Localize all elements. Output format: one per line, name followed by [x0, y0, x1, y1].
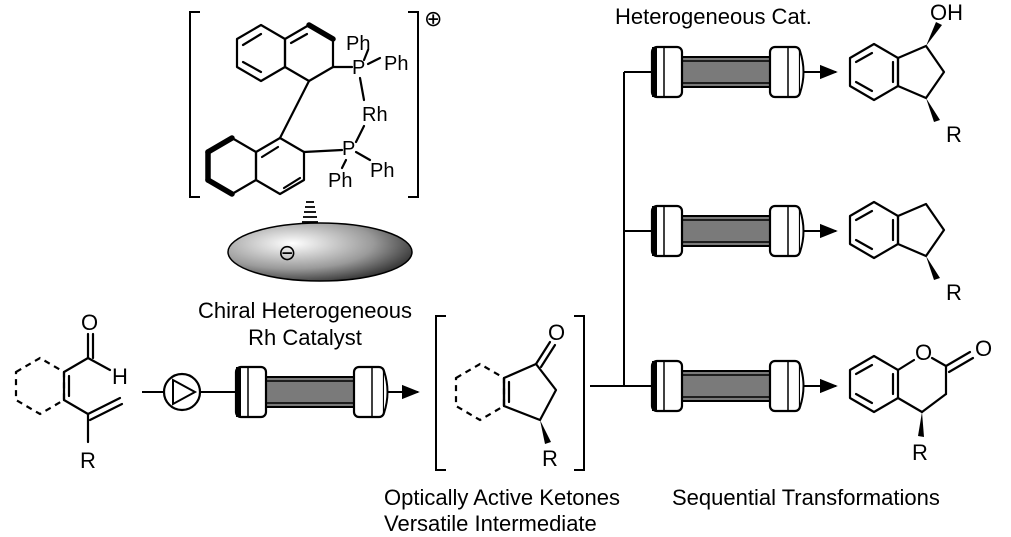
hetero-column-1-icon — [650, 45, 805, 99]
lower-phosphorus: P — [342, 138, 355, 160]
coumarin-r-wedge — [918, 412, 924, 437]
hetero-column-3-icon — [650, 359, 805, 413]
lower-bold-edge-1 — [205, 135, 235, 155]
catalyst-caption-line1: Chiral Heterogeneous — [198, 298, 412, 323]
complex-left-bracket — [189, 11, 200, 198]
indanol-oh: OH — [930, 0, 963, 25]
sm-dashed-ring — [14, 356, 66, 416]
indane-five-ring — [896, 202, 946, 258]
hetero-column-2-icon — [650, 204, 805, 258]
upper-bold-edge — [306, 22, 336, 42]
product-indanol: OH R — [848, 0, 963, 147]
starting-material: O H R — [14, 310, 128, 473]
lower-ph-1: Ph — [328, 170, 352, 192]
ketone-dashed-ring — [454, 362, 506, 422]
lower-naph-ring-b — [254, 136, 306, 196]
charge-minus: ⊖ — [278, 240, 296, 265]
upper-ph-2: Ph — [384, 53, 408, 75]
ketone-caption-line2: Versatile Intermediate — [384, 511, 597, 536]
ketone-left-bracket — [435, 315, 446, 471]
biaryl-bond — [278, 79, 311, 140]
lower-ph-2: Ph — [370, 160, 394, 182]
pump-icon — [162, 372, 202, 412]
indanol-benzene — [848, 42, 900, 102]
indanol-r-wedge — [926, 98, 940, 122]
product-dihydrocoumarin: O O R — [848, 336, 992, 465]
coumarin-r: R — [912, 440, 928, 465]
ketone-five-ring — [502, 362, 558, 422]
ketone-o: O — [548, 320, 565, 345]
sequential-caption: Sequential Transformations — [672, 485, 940, 510]
ketone-r-group: R — [542, 446, 558, 471]
sm-aldehyde-h: H — [112, 364, 128, 389]
complex-right-bracket — [408, 11, 419, 198]
ketone-right-bracket — [574, 315, 585, 471]
ketone-caption-line1: Optically Active Ketones — [384, 485, 620, 510]
coumarin-benzene — [848, 354, 900, 414]
rh-binap-complex: ⊕ P Ph Ph Rh P Ph Ph — [189, 6, 442, 228]
ketone-wedge — [540, 420, 551, 444]
sm-aldehyde-o: O — [81, 310, 98, 335]
catalyst-caption-line2: Rh Catalyst — [248, 325, 362, 350]
charge-plus: ⊕ — [424, 6, 442, 31]
indanol-oh-wedge — [926, 22, 942, 46]
sm-r-group: R — [80, 448, 96, 473]
ellipsoid-support-icon: ⊖ — [227, 222, 413, 282]
ketone-intermediate: O R — [435, 315, 585, 471]
product-indane: R — [848, 200, 962, 305]
upper-phosphorus: P — [352, 57, 365, 79]
indane-benzene — [848, 200, 900, 260]
rhodium: Rh — [362, 104, 388, 126]
upper-ph-1: Ph — [346, 33, 370, 55]
coumarin-ring-o: O — [915, 340, 932, 365]
lower-bold-edge-3 — [205, 177, 235, 197]
chiral-catalyst-column-icon — [234, 365, 389, 419]
indane-r: R — [946, 280, 962, 305]
indane-r-wedge — [926, 256, 940, 280]
heterogeneous-cat-label: Heterogeneous Cat. — [615, 4, 812, 29]
indanol-r: R — [946, 122, 962, 147]
coumarin-carbonyl-o: O — [975, 336, 992, 361]
indanol-five-ring — [896, 44, 946, 100]
